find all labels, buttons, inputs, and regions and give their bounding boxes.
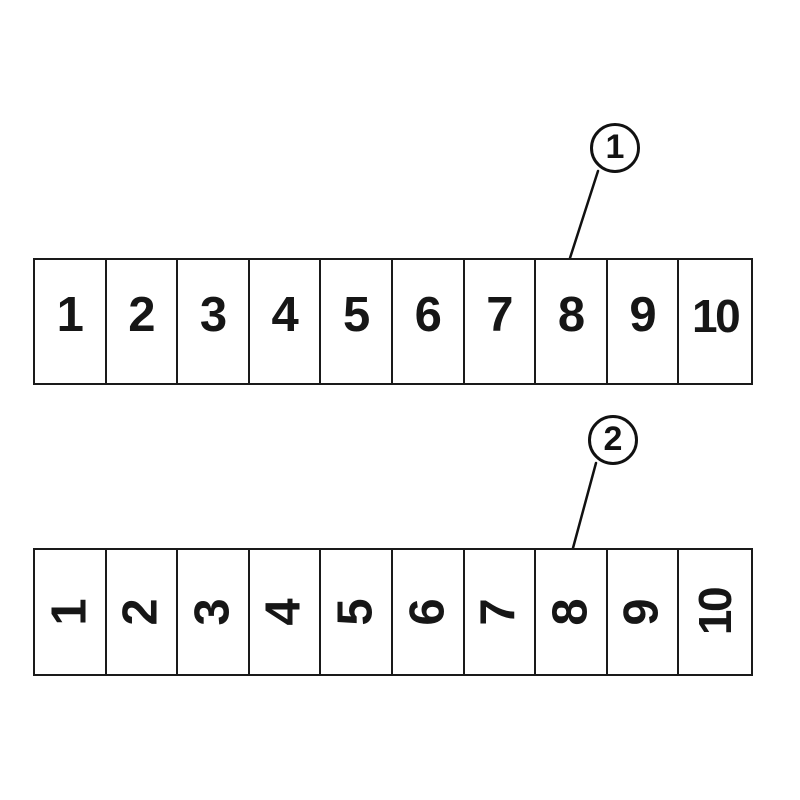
leader-line-1 bbox=[568, 169, 600, 260]
strip-top-cell: 6 bbox=[392, 260, 465, 383]
cell-label: 10 bbox=[692, 289, 741, 342]
callout-balloon-label: 2 bbox=[603, 420, 623, 458]
strip-top-cell: 7 bbox=[464, 260, 537, 383]
strip-bottom-cell: 7 bbox=[464, 550, 537, 674]
strip-top-cell: 8 bbox=[536, 260, 608, 383]
callout-balloon-1: 1 bbox=[590, 123, 640, 173]
cell-label: 8 bbox=[543, 598, 598, 626]
cell-label: 4 bbox=[257, 598, 312, 626]
strip-top-cell: 4 bbox=[249, 260, 322, 383]
strip-top-cell: 10 bbox=[679, 260, 751, 383]
cell-label: 9 bbox=[615, 598, 670, 626]
cell-label: 4 bbox=[271, 288, 298, 342]
cell-label: 10 bbox=[689, 588, 742, 636]
callout-balloon-label: 1 bbox=[605, 128, 625, 166]
strip-top-cell: 3 bbox=[178, 260, 250, 383]
strip-bottom-cell: 6 bbox=[392, 550, 465, 674]
strip-bottom-cell: 9 bbox=[607, 550, 680, 674]
cell-label: 6 bbox=[414, 288, 442, 342]
strip-bottom-cell: 10 bbox=[679, 550, 751, 674]
callout-balloon-2: 2 bbox=[588, 415, 638, 465]
leader-line-2 bbox=[571, 461, 598, 550]
strip-top-cell: 9 bbox=[607, 260, 680, 383]
cell-label: 5 bbox=[343, 288, 370, 342]
cell-label: 7 bbox=[471, 598, 526, 626]
strip-top-cell: 2 bbox=[106, 260, 179, 383]
cell-label: 3 bbox=[185, 598, 240, 626]
strip-bottom: 1 2 3 4 5 6 7 8 9 10 bbox=[33, 548, 753, 676]
cell-label: 5 bbox=[328, 598, 383, 626]
strip-bottom-cell: 1 bbox=[35, 550, 107, 674]
cell-label: 2 bbox=[128, 288, 155, 342]
strip-top-cell: 1 bbox=[35, 260, 107, 383]
strip-top: 1 2 3 4 5 6 7 8 9 10 bbox=[33, 258, 753, 385]
strip-top-cell: 5 bbox=[321, 260, 393, 383]
cell-label: 2 bbox=[113, 598, 168, 626]
cell-label: 1 bbox=[56, 288, 84, 342]
cell-label: 8 bbox=[557, 288, 585, 342]
cell-label: 3 bbox=[199, 288, 227, 342]
cell-label: 1 bbox=[42, 598, 97, 626]
cell-label: 7 bbox=[486, 288, 513, 342]
cell-label: 9 bbox=[629, 288, 656, 342]
strip-bottom-cell: 4 bbox=[249, 550, 322, 674]
strip-bottom-cell: 3 bbox=[178, 550, 250, 674]
strip-bottom-cell: 5 bbox=[321, 550, 393, 674]
strip-bottom-cell: 8 bbox=[536, 550, 608, 674]
cell-label: 6 bbox=[400, 598, 455, 626]
strip-bottom-cell: 2 bbox=[106, 550, 179, 674]
